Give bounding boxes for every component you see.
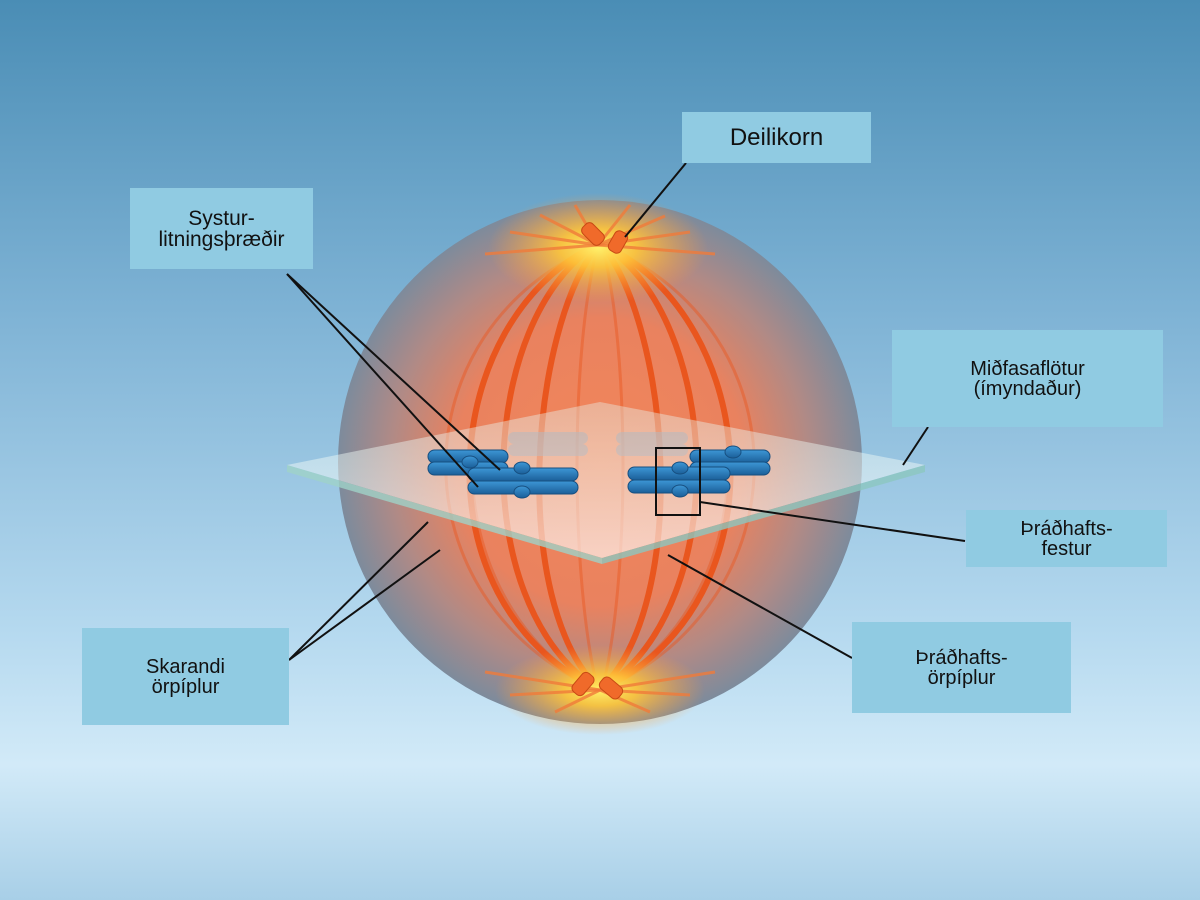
- label-overlapping-microtubules-line2: örpíplur: [151, 675, 220, 698]
- label-kinetochore-microtubules-line2: örpíplur: [927, 666, 996, 689]
- leader-centriole: [624, 162, 687, 238]
- label-metaphase-plate: Miðfasaflötur (ímyndaður): [892, 330, 1163, 427]
- label-centriole-text: Deilikorn: [729, 123, 824, 151]
- label-sister-chromatids-line2: litningsþræðir: [158, 227, 285, 251]
- label-kinetochore-line1: Þráðhafts-: [1020, 517, 1113, 540]
- kinetochore-highlight-box: [655, 447, 701, 516]
- metaphase-plate-edge-right: [602, 465, 925, 564]
- leader-lines: [286, 162, 966, 661]
- label-overlapping-microtubules: Skarandi örpíplur: [82, 628, 289, 725]
- bottom-centrioles: [571, 671, 624, 700]
- label-kinetochore: Þráðhafts- festur: [966, 510, 1167, 567]
- label-metaphase-plate-line2: (ímyndaður): [973, 377, 1082, 400]
- label-metaphase-plate-line1: Miðfasaflötur: [970, 357, 1085, 380]
- leader-overlap-2: [288, 549, 441, 661]
- label-kinetochore-microtubules-line1: Þráðhafts-: [915, 646, 1008, 669]
- label-centriole: Deilikorn: [682, 112, 871, 163]
- metaphase-plate-edge: [287, 465, 602, 564]
- leader-kinetochore: [699, 501, 966, 542]
- label-sister-chromatids-line1: Systur-: [188, 206, 255, 230]
- label-kinetochore-line2: festur: [1041, 537, 1092, 560]
- label-kinetochore-microtubules: Þráðhafts- örpíplur: [852, 622, 1071, 713]
- label-overlapping-microtubules-line1: Skarandi: [146, 655, 225, 678]
- chromosomes: [427, 445, 771, 499]
- leader-metaphase: [902, 426, 929, 466]
- metaphase-plate: [287, 402, 925, 558]
- leader-kmt: [667, 554, 853, 659]
- top-centrioles: [581, 222, 629, 254]
- top-pole-glow: [488, 193, 708, 303]
- leader-overlap-1: [288, 521, 429, 661]
- top-pole-rays: [484, 204, 716, 256]
- leader-sister-1: [286, 273, 501, 471]
- leader-sister-2: [286, 273, 479, 488]
- label-sister-chromatids: Systur- litningsþræðir: [130, 188, 313, 269]
